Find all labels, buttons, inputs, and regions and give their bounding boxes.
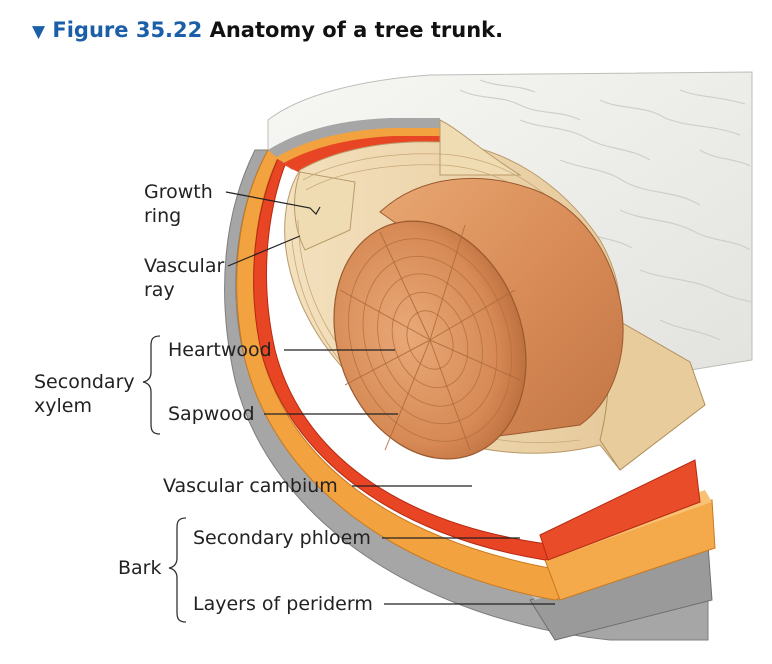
label-bark: Bark (118, 557, 162, 579)
figure-marker-icon: ▼ (32, 22, 46, 42)
label-growth-ring: Growth ring (144, 181, 213, 227)
cambium-slab (539, 459, 701, 561)
bark-brace (168, 517, 187, 623)
label-heartwood: Heartwood (168, 339, 272, 361)
leader-vascular-ray (227, 235, 301, 267)
label-sapwood: Sapwood (168, 403, 255, 425)
periderm-band (224, 149, 709, 641)
bark-texture (459, 79, 753, 341)
secondary-xylem-brace (142, 335, 161, 435)
vascular-ray-lines (339, 224, 521, 451)
figure-caption: Anatomy of a tree trunk. (209, 18, 504, 42)
figure-title: ▼ Figure 35.22 Anatomy of a tree trunk. (32, 18, 503, 42)
label-vascular-cambium: Vascular cambium (163, 475, 338, 497)
label-secondary-phloem: Secondary phloem (193, 527, 371, 549)
label-layers-of-periderm: Layers of periderm (193, 593, 373, 615)
sapwood-wedge (294, 171, 356, 251)
figure-number: Figure 35.22 (52, 18, 203, 42)
label-secondary-xylem: Secondary xylem (34, 371, 135, 417)
leader-growth-ring (225, 191, 321, 215)
label-vascular-ray: Vascular ray (144, 255, 225, 301)
